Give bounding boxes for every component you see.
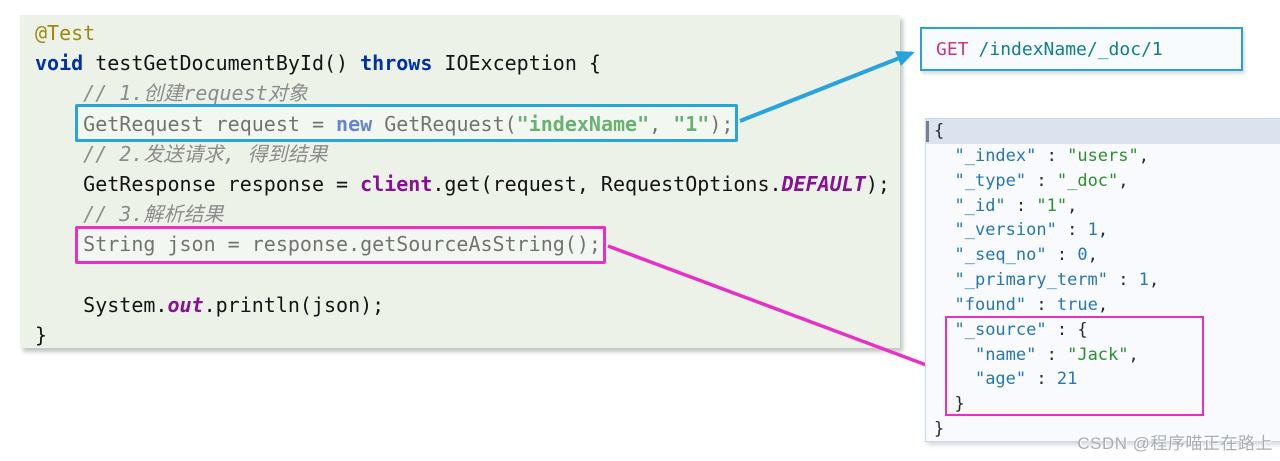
watermark: CSDN @程序喵正在路上 <box>1077 434 1273 453</box>
java-code-line: GetRequest request = new GetRequest("ind… <box>35 111 734 136</box>
java-code-line <box>35 260 900 290</box>
source-field-highlight-box <box>945 316 1204 416</box>
json-response-line: "_id" : "1", <box>954 195 1078 216</box>
json-response-line: "_type" : "_doc", <box>954 170 1129 191</box>
http-method-label: GET <box>936 38 969 60</box>
json-response-line: { <box>926 119 1280 144</box>
json-response-line: "_seq_no" : 0, <box>954 245 1098 266</box>
rest-request-box: GET /indexName/_doc/1 <box>920 27 1243 71</box>
java-code-line: // 1.创建request对象 <box>83 81 308 106</box>
java-code-line: // 3.解析结果 <box>83 202 224 227</box>
json-response-line: } <box>934 394 965 415</box>
java-code-line: void testGetDocumentById() throws IOExce… <box>35 51 601 76</box>
java-code-panel: @Test void testGetDocumentById() throws I… <box>20 15 900 348</box>
java-code-line: } <box>35 322 48 347</box>
request-path-label: /indexName/_doc/1 <box>978 38 1163 60</box>
editor-caret <box>926 121 929 142</box>
java-code-line: GetResponse response = client.get(reques… <box>35 171 890 196</box>
java-code-line: String json = response.getSourceAsString… <box>35 232 601 257</box>
java-code-line: // 2.发送请求, 得到结果 <box>83 141 328 166</box>
json-response-panel: { "_index" : "users", "_type" : "_doc", … <box>925 118 1280 442</box>
java-code-line: System.out.println(json); <box>35 292 385 317</box>
json-response-line: "found" : true, <box>954 294 1109 315</box>
java-code-line: @Test <box>35 21 96 45</box>
getrequest-line-highlight-box <box>75 104 738 142</box>
json-response-line: "_index" : "users", <box>954 145 1149 166</box>
json-response-line: "_primary_term" : 1, <box>954 270 1160 291</box>
json-response-line: "name" : "Jack", <box>974 344 1139 365</box>
java-code-lines: @Test void testGetDocumentById() throws I… <box>20 15 900 350</box>
json-response-line: "age" : 21 <box>974 369 1078 390</box>
json-response-lines: { "_index" : "users", "_type" : "_doc", … <box>926 119 1280 442</box>
getsourceasstring-line-highlight-box <box>75 226 606 264</box>
json-response-line: "_source" : { <box>954 319 1088 340</box>
json-response-line: "_version" : 1, <box>954 220 1109 241</box>
json-response-line: } <box>934 419 945 440</box>
